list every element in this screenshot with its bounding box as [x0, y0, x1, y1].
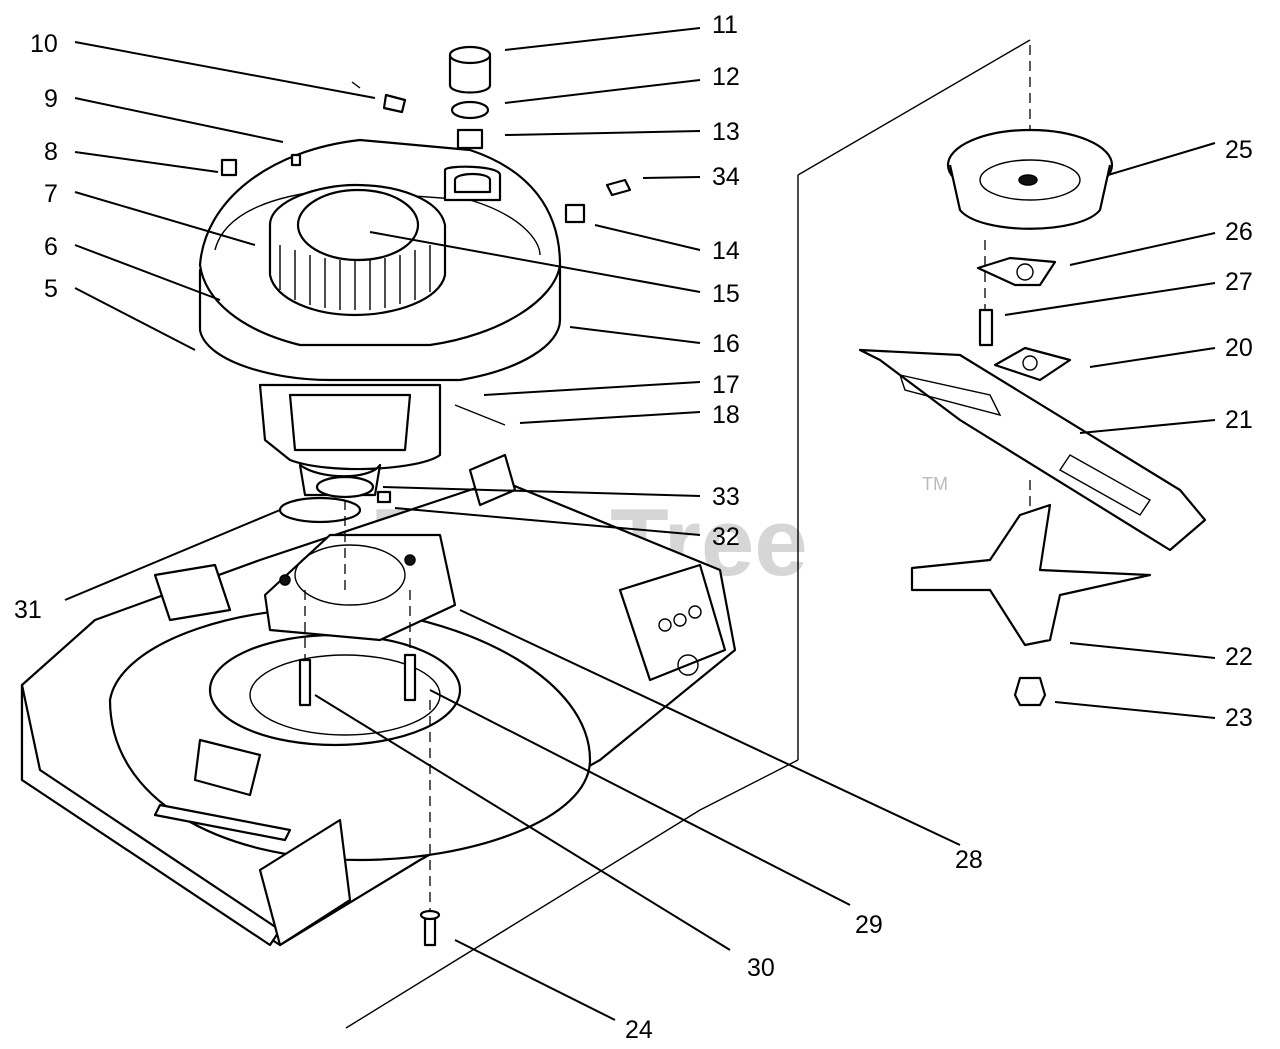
callout-25: 25: [1225, 136, 1253, 164]
callout-13: 13: [712, 118, 740, 146]
callout-9: 9: [44, 85, 58, 113]
blade-nut: [1013, 676, 1047, 707]
mower-blade: [858, 348, 1207, 552]
mower-deck: [20, 453, 737, 947]
fuel-cap-parts: [220, 45, 632, 426]
callout-6: 6: [44, 233, 58, 261]
callout-14: 14: [712, 237, 740, 265]
callout-21: 21: [1225, 406, 1253, 434]
panel-frame: [345, 39, 1031, 1029]
callout-17: 17: [712, 371, 740, 399]
mount-bolts: [298, 653, 441, 947]
leader-lines: [64, 27, 1216, 1021]
callout-23: 23: [1225, 704, 1253, 732]
callout-26: 26: [1225, 218, 1253, 246]
callout-32: 32: [712, 523, 740, 551]
callout-27: 27: [1225, 268, 1253, 296]
callout-22: 22: [1225, 643, 1253, 671]
callout-5: 5: [44, 275, 58, 303]
callout-31: 31: [14, 596, 42, 624]
callout-15: 15: [712, 280, 740, 308]
callout-labels: 10 9 8 7 6 5 11 12 13 34 14 15 16 17 18 …: [14, 11, 1253, 1044]
blade-pulley: [946, 128, 1114, 230]
stiffener-20: [993, 346, 1072, 382]
callout-12: 12: [712, 63, 740, 91]
callout-33: 33: [712, 483, 740, 511]
callout-16: 16: [712, 330, 740, 358]
callout-8: 8: [44, 138, 58, 166]
bolt-27: [978, 308, 994, 347]
callout-20: 20: [1225, 334, 1253, 362]
callout-10: 10: [30, 30, 58, 58]
callout-30: 30: [747, 954, 775, 982]
recoil-starter: [268, 183, 447, 317]
callout-34: 34: [712, 163, 740, 191]
callout-18: 18: [712, 401, 740, 429]
watermark-trademark: TM: [922, 474, 948, 494]
blade-adapter: [910, 503, 1152, 647]
shaft-parts: [278, 475, 392, 524]
engine-mount-plate: [263, 533, 457, 642]
adapter-plate: [976, 256, 1057, 287]
callout-28: 28: [955, 846, 983, 874]
callout-7: 7: [44, 180, 58, 208]
callout-11: 11: [712, 11, 738, 39]
callout-29: 29: [855, 911, 883, 939]
callout-24: 24: [625, 1016, 653, 1044]
